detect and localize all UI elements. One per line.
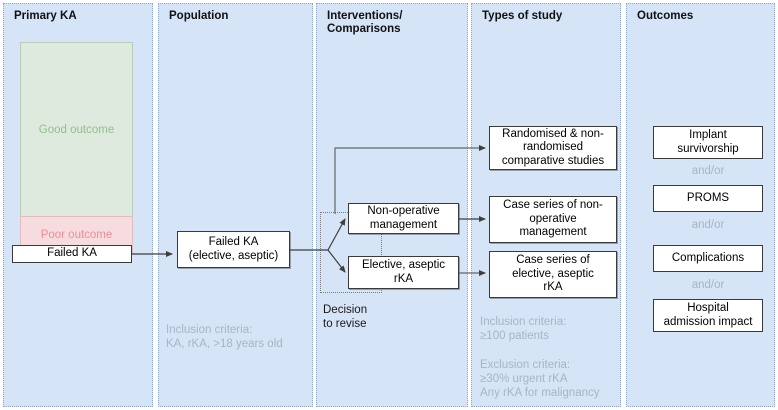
poor-outcome-label: Poor outcome <box>40 229 113 241</box>
node-failed-ka-primary-label: Failed KA <box>47 247 97 260</box>
node-failed-ka-population-label: Failed KA (elective, aseptic) <box>188 236 279 262</box>
node-failed-ka-population: Failed KA (elective, aseptic) <box>177 231 290 268</box>
types-exclusion-criteria: Exclusion criteria: ≥30% urgent rKA Any … <box>480 359 600 399</box>
good-outcome-block: Good outcome <box>20 42 133 217</box>
outcome-implant-survivorship: Implant survivorship <box>653 126 763 159</box>
node-non-operative-management-label: Non-operative management <box>367 205 440 231</box>
node-comparative-studies: Randomised & non- randomised comparative… <box>489 126 617 170</box>
types-inclusion-criteria: Inclusion criteria: ≥100 patients <box>480 316 567 342</box>
node-case-series-non-operative: Case series of non- operative management <box>489 196 617 243</box>
node-comparative-studies-label: Randomised & non- randomised comparative… <box>501 127 605 167</box>
node-failed-ka-primary: Failed KA <box>12 245 132 263</box>
andor-1: and/or <box>691 165 725 177</box>
outcome-hospital-admission-impact-label: Hospital admission impact <box>663 302 753 328</box>
node-elective-aseptic-rka: Elective, aseptic rKA <box>348 256 459 289</box>
outcome-implant-survivorship-label: Implant survivorship <box>677 129 739 155</box>
node-non-operative-management: Non-operative management <box>348 203 459 234</box>
node-case-series-rka-label: Case series of elective, aseptic rKA <box>512 254 594 294</box>
column-title-outcomes: Outcomes <box>637 10 694 22</box>
andor-2: and/or <box>691 219 725 231</box>
outcome-proms-label: PROMS <box>686 191 730 204</box>
outcome-complications: Complications <box>653 245 763 272</box>
outcome-complications-label: Complications <box>671 251 745 264</box>
column-title-types-of-study: Types of study <box>482 10 563 22</box>
node-case-series-non-operative-label: Case series of non- operative management <box>503 199 603 239</box>
column-title-primary-ka: Primary KA <box>14 10 77 22</box>
column-population: Population <box>158 3 313 407</box>
node-elective-aseptic-rka-label: Elective, aseptic rKA <box>361 259 446 285</box>
column-title-interventions: Interventions/ Comparisons <box>327 10 403 35</box>
good-outcome-label: Good outcome <box>38 123 115 136</box>
outcome-hospital-admission-impact: Hospital admission impact <box>653 299 763 332</box>
andor-3: and/or <box>691 279 725 291</box>
decision-to-revise-label: Decision to revise <box>323 304 368 330</box>
outcome-proms: PROMS <box>653 185 763 212</box>
node-case-series-rka: Case series of elective, aseptic rKA <box>489 251 617 298</box>
column-title-population: Population <box>169 10 229 22</box>
population-inclusion-criteria: Inclusion criteria: KA, rKA, >18 years o… <box>166 324 283 350</box>
